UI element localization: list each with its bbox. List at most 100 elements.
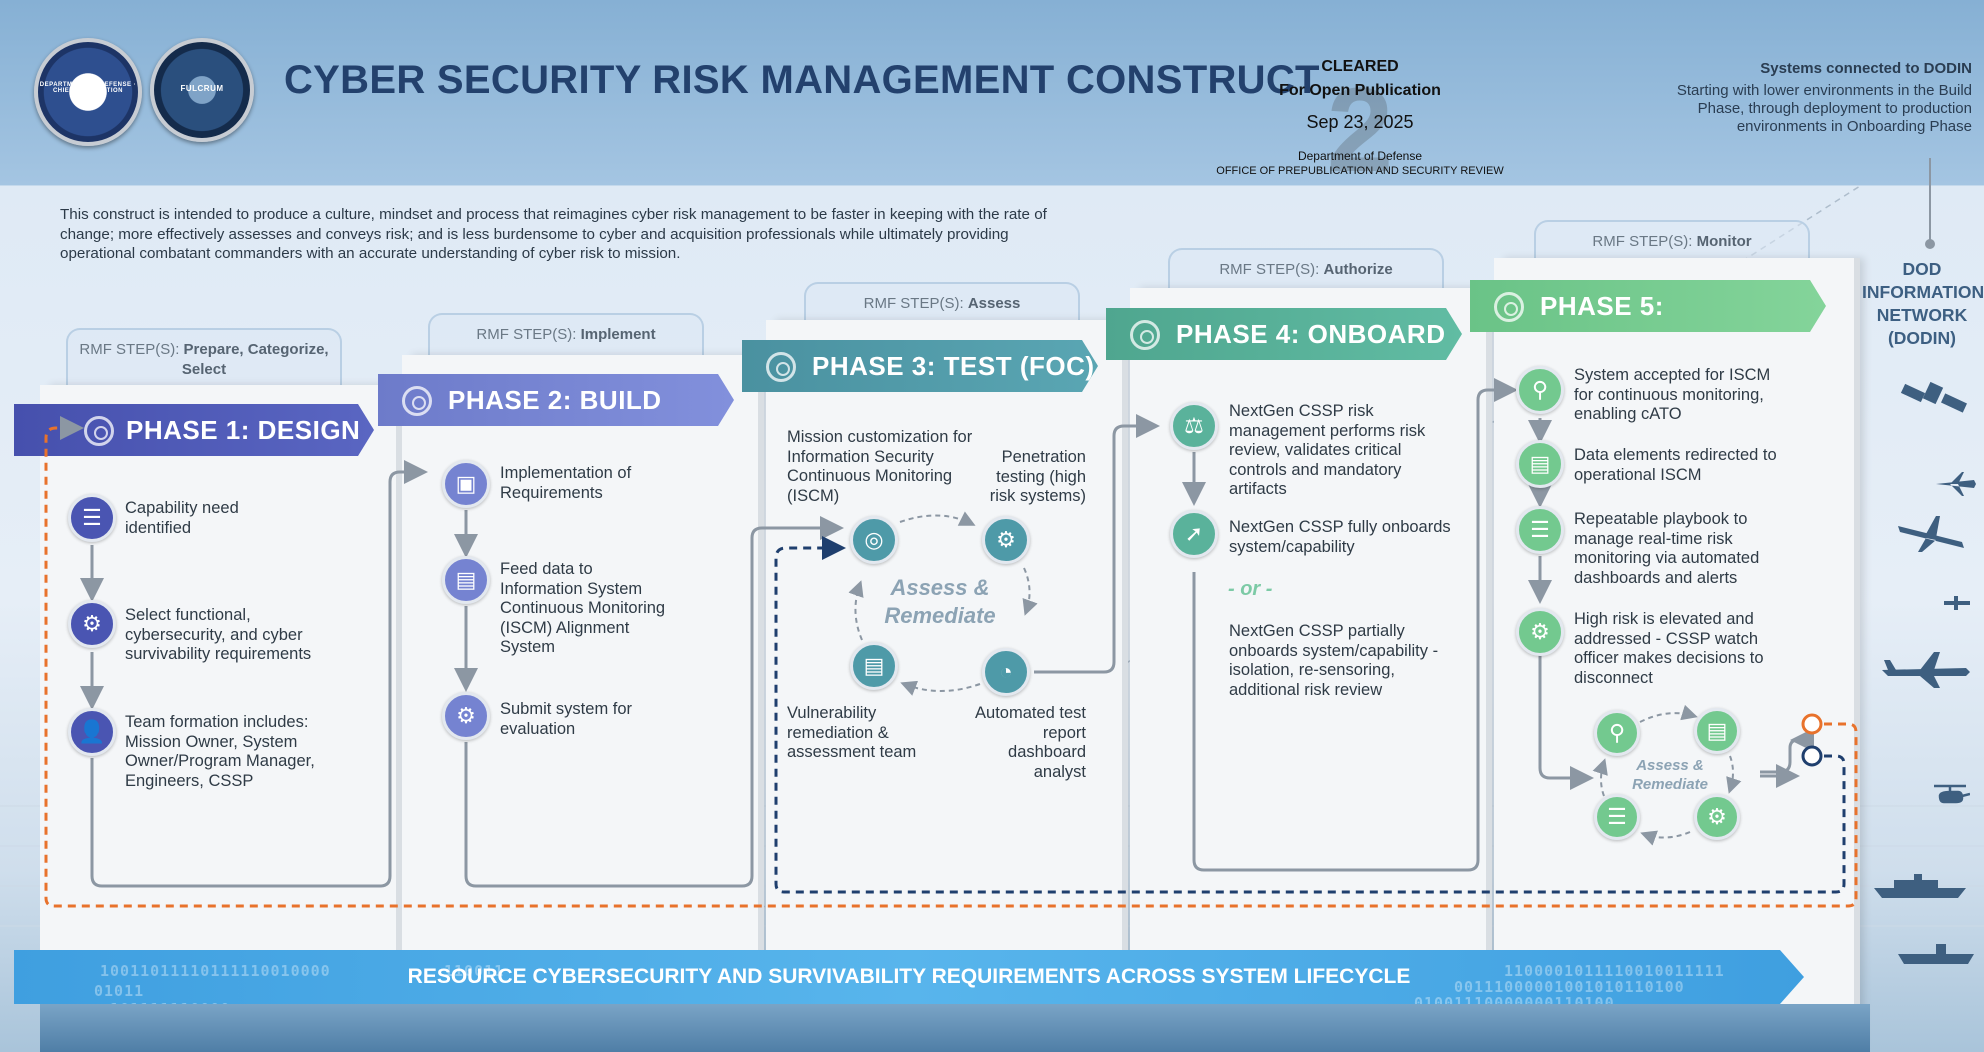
ship-icon (1874, 874, 1966, 898)
fighter-jet-icon (1936, 472, 1976, 496)
dod-cio-seal: DEPARTMENT OF DEFENSE · CHIEF INFORMATIO… (34, 38, 142, 146)
phase4-step3: NextGen CSSP partially onboards system/c… (1229, 622, 1439, 699)
phase1-step3: Team formation includes: Mission Owner, … (125, 713, 315, 790)
phase4-step1: NextGen CSSP risk management performs ri… (1229, 402, 1426, 499)
gear-icon (84, 416, 114, 446)
satellite-icon (1900, 381, 1967, 413)
phase5-step3: Repeatable playbook to manage real-time … (1574, 510, 1760, 587)
rmf-prefix: RMF STEP(S): (1219, 261, 1320, 278)
systems-note: Systems connected to DODIN Starting with… (1642, 60, 1972, 136)
dodin-line4: (DODIN) (1887, 328, 1957, 348)
binary-mid: 110011 (444, 962, 505, 980)
systems-heading: Systems connected to DODIN (1760, 60, 1972, 77)
monitor-data-icon: ▤ (442, 556, 490, 604)
gear-icon (766, 352, 796, 382)
report-icon: ▤ (850, 642, 898, 690)
phase3-step4: Automated test report dashboard analyst (975, 704, 1086, 781)
penetration-icon: ⚙ (982, 516, 1030, 564)
target-gear-icon: ◎ (850, 516, 898, 564)
data-screen-icon: ▤ (1516, 440, 1564, 488)
rocket-icon: ➚ (1170, 510, 1218, 558)
alert-small-icon: ⚲ (1594, 710, 1640, 756)
submit-gear-icon: ⚙ (442, 692, 490, 740)
seal2-text: FULCRUM (180, 84, 224, 94)
intro-text: This construct is intended to produce a … (60, 206, 1047, 262)
phase5-step1: System accepted for ISCM for continuous … (1574, 366, 1771, 424)
phase4-banner: PHASE 4: ONBOARD (1106, 308, 1462, 360)
or-divider: - or - (1228, 578, 1273, 600)
risk-review-icon: ⚖ (1170, 402, 1218, 450)
lifecycle-base (40, 1004, 1870, 1052)
header-band (0, 0, 1984, 185)
phase2-step3: Submit system for evaluation (500, 700, 633, 738)
clearance-date: Sep 23, 2025 (1306, 112, 1414, 132)
rmf-prefix: RMF STEP(S): (476, 326, 577, 343)
helicopter-icon (1934, 784, 1970, 804)
rmf-steps: Implement (580, 326, 656, 343)
binary-right2: 00111000001001010110100 (1454, 978, 1685, 996)
panel-phase3 (766, 320, 1122, 1050)
phase1-step2: Select functional, cybersecurity, and cy… (125, 606, 312, 664)
dodin-line2: INFORMATION (1862, 282, 1984, 302)
watermark-number: 2 (1326, 63, 1394, 197)
dodin-line1: DOD (1902, 259, 1942, 279)
phase5-step4: High risk is elevated and addressed - CS… (1574, 610, 1764, 687)
rmf-steps: Prepare, Categorize, Select (181, 341, 329, 378)
clearance-purpose: For Open Publication (1279, 82, 1441, 99)
dodin-line3: NETWORK (1876, 305, 1968, 325)
phase1-step1: Capability need identified (125, 499, 239, 537)
rmf-steps: Monitor (1696, 233, 1752, 250)
carrier-icon (1898, 944, 1974, 964)
officer-small-icon: ⚙ (1694, 794, 1740, 840)
lifecycle-banner: 10011011110111110010000 01011 1011111100… (14, 950, 1804, 1004)
phase3-banner: PHASE 3: TEST (FOC) (742, 340, 1098, 392)
search-alert-icon: ⚲ (1516, 366, 1564, 414)
rmf-prefix: RMF STEP(S): (79, 341, 180, 358)
phase5-cycle-label: Assess & Remediate (1632, 757, 1708, 793)
phase3-title: PHASE 3: TEST (FOC) (812, 351, 1095, 381)
gear-icon (402, 386, 432, 416)
clearance-office: OFFICE OF PREPUBLICATION AND SECURITY RE… (1216, 165, 1504, 177)
phase3-step2: Penetration testing (high risk systems) (989, 448, 1086, 506)
phase3-step1: Mission customization for Information Se… (787, 428, 973, 505)
systems-description: Starting with lower environments in the … (1676, 82, 1972, 135)
fulcrum-seal: FULCRUM (150, 38, 254, 142)
binary-left2: 01011 (94, 982, 145, 1000)
team-icon: 👤 (68, 708, 116, 756)
phase2-step2: Feed data to Information System Continuo… (500, 560, 666, 657)
page-title: CYBER SECURITY RISK MANAGEMENT CONSTRUCT (284, 58, 1320, 102)
rmf-prefix: RMF STEP(S): (863, 295, 964, 312)
settings-cog-icon: ⚙ (68, 600, 116, 648)
watch-officer-icon: ⚙ (1516, 608, 1564, 656)
clearance-status: CLEARED (1321, 58, 1399, 75)
gear-icon (1130, 320, 1160, 350)
phase1-title: PHASE 1: DESIGN (126, 415, 361, 445)
seal1-text: DEPARTMENT OF DEFENSE · CHIEF INFORMATIO… (39, 82, 137, 100)
phase3-step3: Vulnerability remediation & assessment t… (787, 704, 917, 762)
lifecycle-banner-text: RESOURCE CYBERSECURITY AND SURVIVABILITY… (407, 965, 1411, 988)
rmf-prefix: RMF STEP(S): (1592, 233, 1693, 250)
dodin-label: DOD INFORMATION NETWORK (DODIN) (1862, 258, 1984, 350)
aircraft-icon (1898, 516, 1964, 552)
phase4-step2: NextGen CSSP fully onboards system/capab… (1229, 518, 1451, 556)
checklist-icon: ☰ (68, 494, 116, 542)
clearance-department: Department of Defense (1297, 149, 1423, 163)
screen-small-icon: ▤ (1694, 708, 1740, 754)
binary-right1: 1100001011110010011111 (1504, 962, 1725, 980)
cargo-plane-icon (1882, 652, 1970, 688)
drone-icon (1944, 596, 1970, 610)
rmf-steps: Assess (967, 295, 1021, 312)
gear-icon (1494, 292, 1524, 322)
laptop-icon: ▣ (442, 460, 490, 508)
rmf-tab-phase1: RMF STEP(S): Prepare, Categorize, Select (66, 328, 342, 396)
phase3-cycle-label: Assess & Remediate (884, 575, 996, 628)
phase4-title: PHASE 4: ONBOARD (1176, 319, 1446, 349)
phase2-step1: Implementation of Requirements (500, 464, 632, 502)
dashboard-icon: ◔ (982, 648, 1030, 696)
playbook-icon: ☰ (1516, 506, 1564, 554)
binary-left1: 10011011110111110010000 (100, 962, 331, 980)
clearance-stamp: 2 CLEARED For Open Publication Sep 23, 2… (1205, 58, 1515, 197)
rmf-steps: Authorize (1323, 261, 1393, 278)
phase5-step2: Data elements redirected to operational … (1574, 446, 1777, 484)
